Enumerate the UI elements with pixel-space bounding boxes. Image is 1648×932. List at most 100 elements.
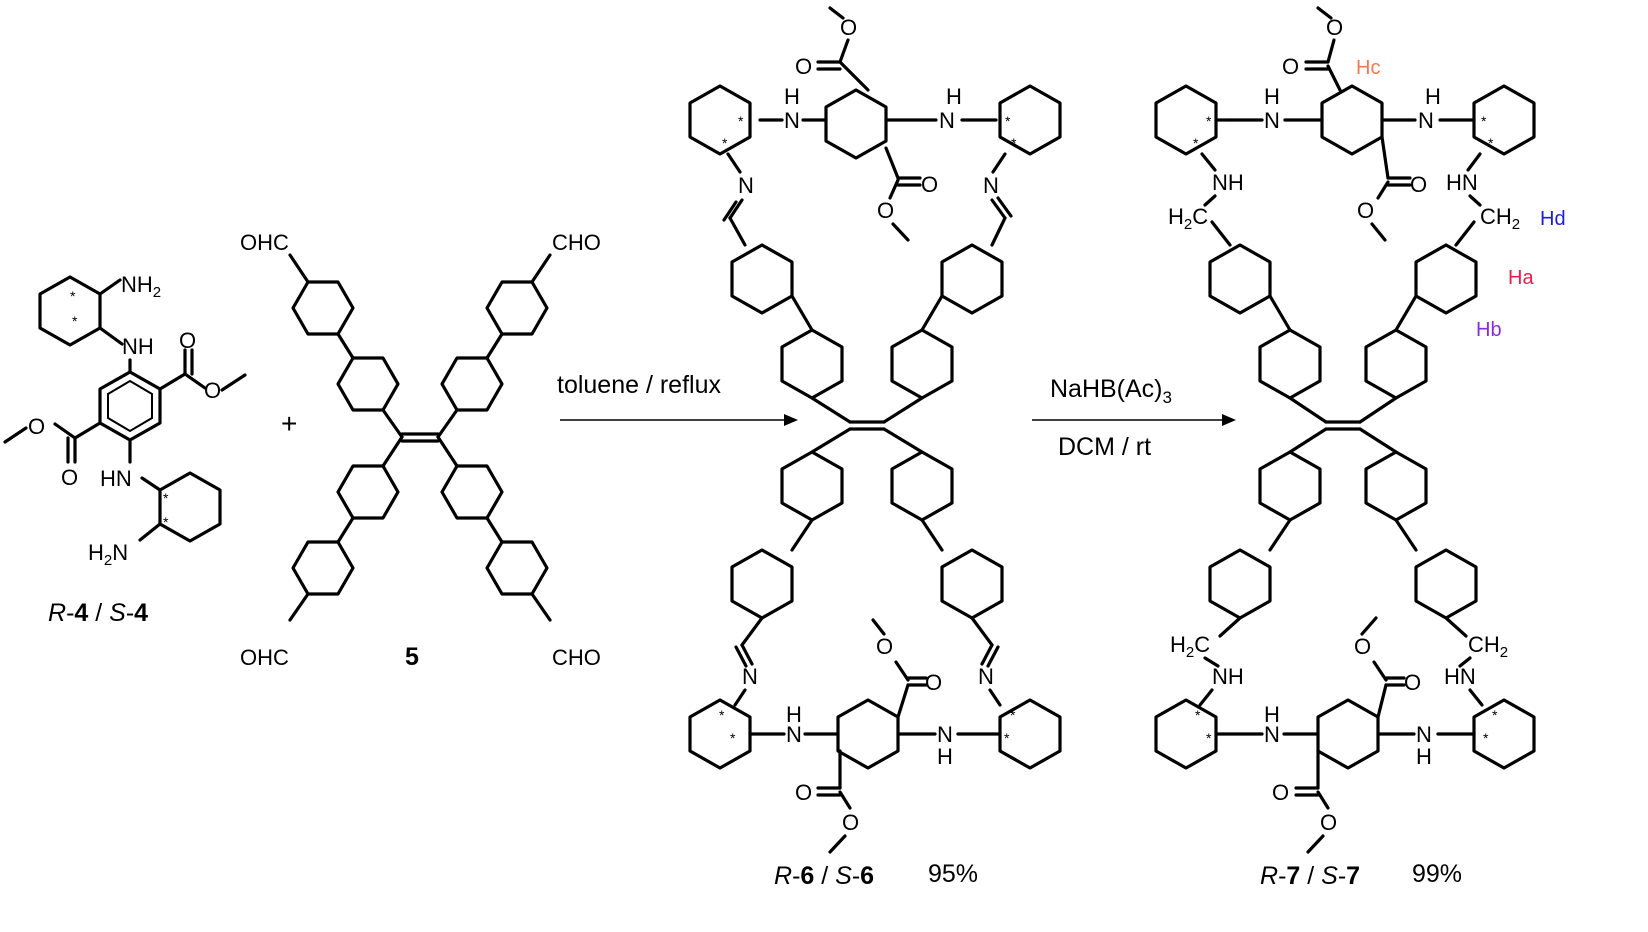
phenyl-ring (485, 280, 549, 336)
aldehyde-group: OHC (240, 230, 289, 255)
phenyl-ring (440, 464, 504, 520)
stereo-star: * (1483, 730, 1489, 746)
amine-n: N (1264, 108, 1280, 133)
stereo-star: * (1195, 707, 1201, 723)
step2-reagent: NaHB(Ac)3 (1050, 375, 1172, 407)
cyclohexane-ring (1472, 84, 1536, 156)
phenyl-ring (485, 540, 549, 596)
amine-h: H (1416, 744, 1432, 769)
amine-n: N (1416, 722, 1432, 747)
ester-oxygen: O (1354, 634, 1371, 659)
stereo-star: * (1206, 113, 1212, 129)
amine-hn-bottom: HN (100, 466, 132, 491)
phenyl-ring (1364, 450, 1428, 522)
carbonyl-oxygen: O (179, 328, 196, 353)
step-1: toluene / reflux (557, 371, 798, 426)
carbonyl-oxygen: O (925, 670, 942, 695)
amine-h: H (946, 84, 962, 109)
carbonyl-oxygen: O (795, 54, 812, 79)
aryl-core-ring (1316, 698, 1380, 770)
phenyl-ring (1208, 548, 1272, 620)
amine-nh2-top: NH2 (121, 272, 161, 301)
aldehyde-group: CHO (552, 645, 601, 670)
aryl-core-ring (1320, 84, 1384, 156)
stereo-star: * (1481, 113, 1487, 129)
stereo-star: * (163, 514, 169, 530)
imine-nitrogen: N (742, 664, 758, 689)
methylene-ch2-bottom-right: CH2 (1468, 632, 1508, 661)
product-6: O O H N H N O O * * N (688, 6, 1062, 890)
cyclohexane-ring (998, 84, 1062, 156)
carbonyl-oxygen: O (921, 172, 938, 197)
amine-h2n-bottom: H2N (88, 540, 128, 569)
ester-oxygen: O (1326, 15, 1343, 40)
stereo-star: * (1492, 707, 1498, 723)
phenyl-ring (1414, 548, 1478, 620)
phenyl-ring (291, 540, 355, 596)
proton-label-ha: Ha (1508, 267, 1534, 289)
plus-sign: + (281, 408, 297, 439)
phenyl-ring (1258, 450, 1322, 522)
phenyl-ring (1364, 328, 1428, 400)
compound-label-7: R-7 / S-7 (1260, 862, 1360, 890)
cyclohexane-ring (688, 698, 752, 770)
stereo-star: * (719, 707, 725, 723)
phenyl-ring (890, 328, 954, 400)
cyclohexane-ring-bottom (158, 471, 222, 543)
step-2: NaHB(Ac)3 DCM / rt (1032, 375, 1236, 461)
stereo-star: * (1206, 730, 1212, 746)
cyclohexane-ring (1154, 698, 1218, 770)
phenyl-ring (730, 548, 794, 620)
carbonyl-oxygen: O (1282, 54, 1299, 79)
yield-6: 95% (928, 860, 978, 888)
proton-label-hc: Hc (1356, 57, 1380, 79)
amine-h: H (937, 744, 953, 769)
stereo-star: * (1488, 135, 1494, 151)
ester-oxygen: O (204, 378, 221, 403)
reactant-5: OHC CHO OHC CHO 5 (240, 230, 601, 671)
phenyl-ring (730, 243, 794, 315)
amine-n: N (937, 722, 953, 747)
ester-oxygen: O (877, 198, 894, 223)
ester-oxygen: O (842, 810, 859, 835)
imine-nitrogen: N (738, 173, 754, 198)
stereo-star: * (738, 113, 744, 129)
amine-nh-left: NH (1212, 170, 1244, 195)
phenyl-ring (780, 450, 844, 522)
reactant-4: * * NH2 NH O O O O HN * * H2N (3, 272, 247, 627)
aryl-core-ring (824, 88, 888, 160)
imine-nitrogen: N (983, 173, 999, 198)
carbonyl-oxygen: O (795, 780, 812, 805)
yield-7: 99% (1412, 860, 1462, 888)
phenyl-ring (1414, 243, 1478, 315)
methylene-ch2-bottom-left: H2C (1170, 632, 1210, 661)
amine-h: H (1264, 84, 1280, 109)
amine-h: H (786, 702, 802, 727)
product-7: O O Hc H N H N O O * * NH H2C (1154, 6, 1566, 890)
imine-nitrogen: N (978, 664, 994, 689)
stereo-star: * (1193, 135, 1199, 151)
ester-oxygen: O (876, 634, 893, 659)
stereo-star: * (163, 490, 169, 506)
amine-nh-bottom-left: NH (1212, 664, 1244, 689)
step1-conditions: toluene / reflux (557, 371, 721, 399)
proton-label-hb: Hb (1476, 319, 1502, 341)
carbonyl-oxygen: O (61, 465, 78, 490)
compound-label-6: R-6 / S-6 (774, 862, 874, 890)
amine-n: N (784, 108, 800, 133)
phenyl-ring (890, 450, 954, 522)
arrow-head (1222, 414, 1236, 426)
amine-h: H (784, 84, 800, 109)
stereo-star: * (730, 730, 736, 746)
aldehyde-group: OHC (240, 645, 289, 670)
compound-label-4: R-4 / S-4 (48, 599, 148, 627)
phenyl-ring (940, 548, 1004, 620)
ester-oxygen: O (28, 414, 45, 439)
proton-label-hd: Hd (1540, 208, 1566, 230)
carbonyl-oxygen: O (1410, 172, 1427, 197)
cyclohexane-ring (688, 84, 752, 156)
compound-label-5: 5 (405, 643, 419, 671)
amine-hn-right: HN (1446, 170, 1478, 195)
phenyl-ring (336, 356, 400, 412)
